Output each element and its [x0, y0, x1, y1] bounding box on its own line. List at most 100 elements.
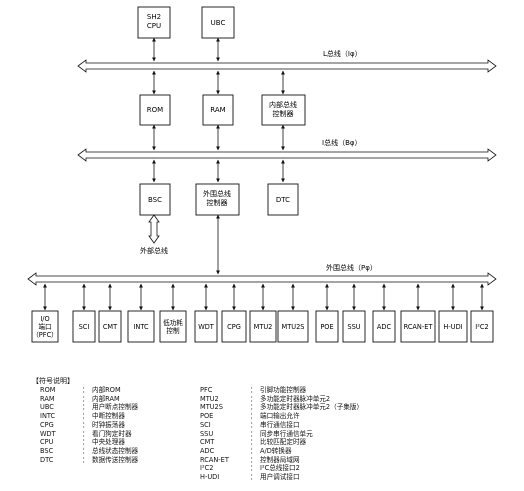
peripheral-block — [277, 310, 309, 343]
legend-separator: ： — [250, 446, 257, 455]
legend-row: BSC ：总线状态控制器 — [40, 447, 138, 456]
legend-separator: ： — [250, 412, 257, 421]
legend-row: RCAN-ET：控制器局域网 — [200, 456, 363, 465]
peripheral-block — [315, 310, 339, 343]
legend-row: RAM：内部RAM — [40, 395, 138, 404]
i-bus — [77, 148, 497, 162]
legend-row: PFC：引脚功能控制器 — [200, 386, 363, 395]
peripheral-block — [372, 310, 396, 343]
peripheral-label: POE — [320, 323, 333, 331]
legend-row: ROM ：内部ROM — [40, 386, 138, 395]
block-dtc: DTC — [267, 183, 299, 216]
legend-abbr: MTU2 — [200, 394, 219, 403]
peripheral-label: 低功耗控制 — [163, 318, 183, 335]
l-bus — [77, 59, 497, 73]
legend-row: H-UDI：用户调试接口 — [200, 473, 363, 482]
peripheral-block — [438, 310, 468, 343]
peripheral-block — [194, 310, 218, 343]
rom-label: ROM — [147, 106, 163, 114]
legend-separator: ： — [250, 464, 257, 473]
legend-desc: 时钟振荡器 — [92, 420, 125, 429]
peripheral-block — [400, 310, 436, 343]
legend-desc: 多功能定时器脉冲单元2（子集版） — [260, 403, 364, 412]
legend-row: CMT ：比较匹配定时器 — [200, 438, 363, 447]
legend-row: DTC：数据传送控制器 — [40, 456, 138, 465]
block-internal-bus-controller: 内部总线控制器 — [261, 94, 306, 126]
legend-separator: ： — [82, 420, 89, 429]
legend-desc: 用户调试接口 — [260, 473, 300, 482]
peripheral-bus — [27, 272, 497, 286]
legend-row: CPU：中央处理器 — [40, 438, 138, 447]
peripheral-block — [127, 310, 155, 343]
legend-abbr: CMT — [200, 438, 215, 447]
peripheral-label: RCAN-ET — [404, 323, 434, 331]
legend-separator: ： — [250, 403, 257, 412]
peripheral-block — [159, 310, 187, 343]
legend-desc: I²C总线接口2 — [260, 464, 300, 473]
legend-desc: 看门狗定时器 — [92, 429, 132, 438]
legend-abbr: PFC — [200, 386, 213, 394]
legend-separator: ： — [82, 455, 89, 464]
legend-abbr: UBC — [40, 403, 54, 412]
peripheral-block — [98, 310, 122, 343]
peripheral-label: SSU — [347, 323, 360, 331]
legend-abbr: RAM — [40, 394, 55, 403]
legend-row: CPG ：时钟振荡器 — [40, 421, 138, 430]
legend-separator: ： — [82, 412, 89, 421]
ram-label: RAM — [210, 106, 225, 114]
legend-desc: 比较匹配定时器 — [260, 438, 307, 447]
legend-desc: 引脚功能控制器 — [260, 386, 307, 394]
peripheral-label: I²C2 — [475, 323, 488, 331]
block-bsc: BSC — [139, 183, 171, 216]
legend-separator: ： — [82, 394, 89, 403]
legend-abbr: RCAN-ET — [200, 455, 229, 464]
legend-abbr: BSC — [40, 446, 54, 455]
peripheral-bus-controller-label: 外围总线控制器 — [203, 189, 231, 207]
legend-separator: ： — [82, 386, 89, 394]
legend-abbr: ROM — [40, 386, 56, 394]
legend-row: MTU2S ：多功能定时器脉冲单元2（子集版） — [200, 403, 363, 412]
legend-abbr: SCI — [200, 420, 211, 429]
legend-abbr: MTU2S — [200, 403, 223, 412]
block-ram: RAM — [202, 94, 234, 126]
peripheral-label: ADC — [377, 323, 392, 331]
block-rom: ROM — [139, 94, 171, 126]
legend-desc: 中央处理器 — [92, 438, 125, 447]
legend-row: ADC：A/D转换器 — [200, 447, 363, 456]
i-bus-label: I总线（Bφ） — [322, 138, 361, 147]
peripheral-bus-label: 外围总线（Pφ） — [326, 263, 377, 272]
legend-separator: ： — [250, 438, 257, 447]
legend-abbr: WDT — [40, 429, 56, 438]
legend-separator: ： — [250, 394, 257, 403]
peripheral-label: CPG — [227, 323, 241, 331]
legend-separator: ： — [250, 473, 257, 482]
legend-abbr: ADC — [200, 446, 215, 455]
legend-desc: 多功能定时器脉冲单元2 — [260, 394, 331, 403]
legend-abbr: INTC — [40, 412, 56, 421]
legend-desc: 同步串行通信单元 — [260, 429, 313, 438]
peripheral-label: WDT — [198, 323, 215, 331]
legend-desc: 串行通信接口 — [260, 420, 300, 429]
legend-desc: 总线状态控制器 — [92, 446, 139, 455]
legend-abbr: CPG — [40, 420, 54, 429]
legend-separator: ： — [82, 446, 89, 455]
legend-desc: 控制器局域网 — [260, 455, 300, 464]
external-bus-arrow — [148, 214, 160, 244]
legend-separator: ： — [82, 403, 89, 412]
legend-desc: 内部ROM — [92, 386, 121, 394]
legend-row: INTC：中断控制器 — [40, 412, 138, 421]
peripheral-label: INTC — [133, 323, 149, 331]
peripheral-label: SCI — [79, 323, 90, 331]
legend-desc: 端口输出允许 — [260, 412, 300, 421]
legend-row: POE：端口输出允许 — [200, 412, 363, 421]
legend-row: I²C2：I²C总线接口2 — [200, 464, 363, 473]
peripheral-label: H-UDI — [443, 323, 462, 331]
peripheral-label: MTU2S — [282, 323, 305, 331]
legend-title: 【符号说明】 — [32, 377, 74, 385]
block-ubc: UBC — [201, 6, 235, 39]
